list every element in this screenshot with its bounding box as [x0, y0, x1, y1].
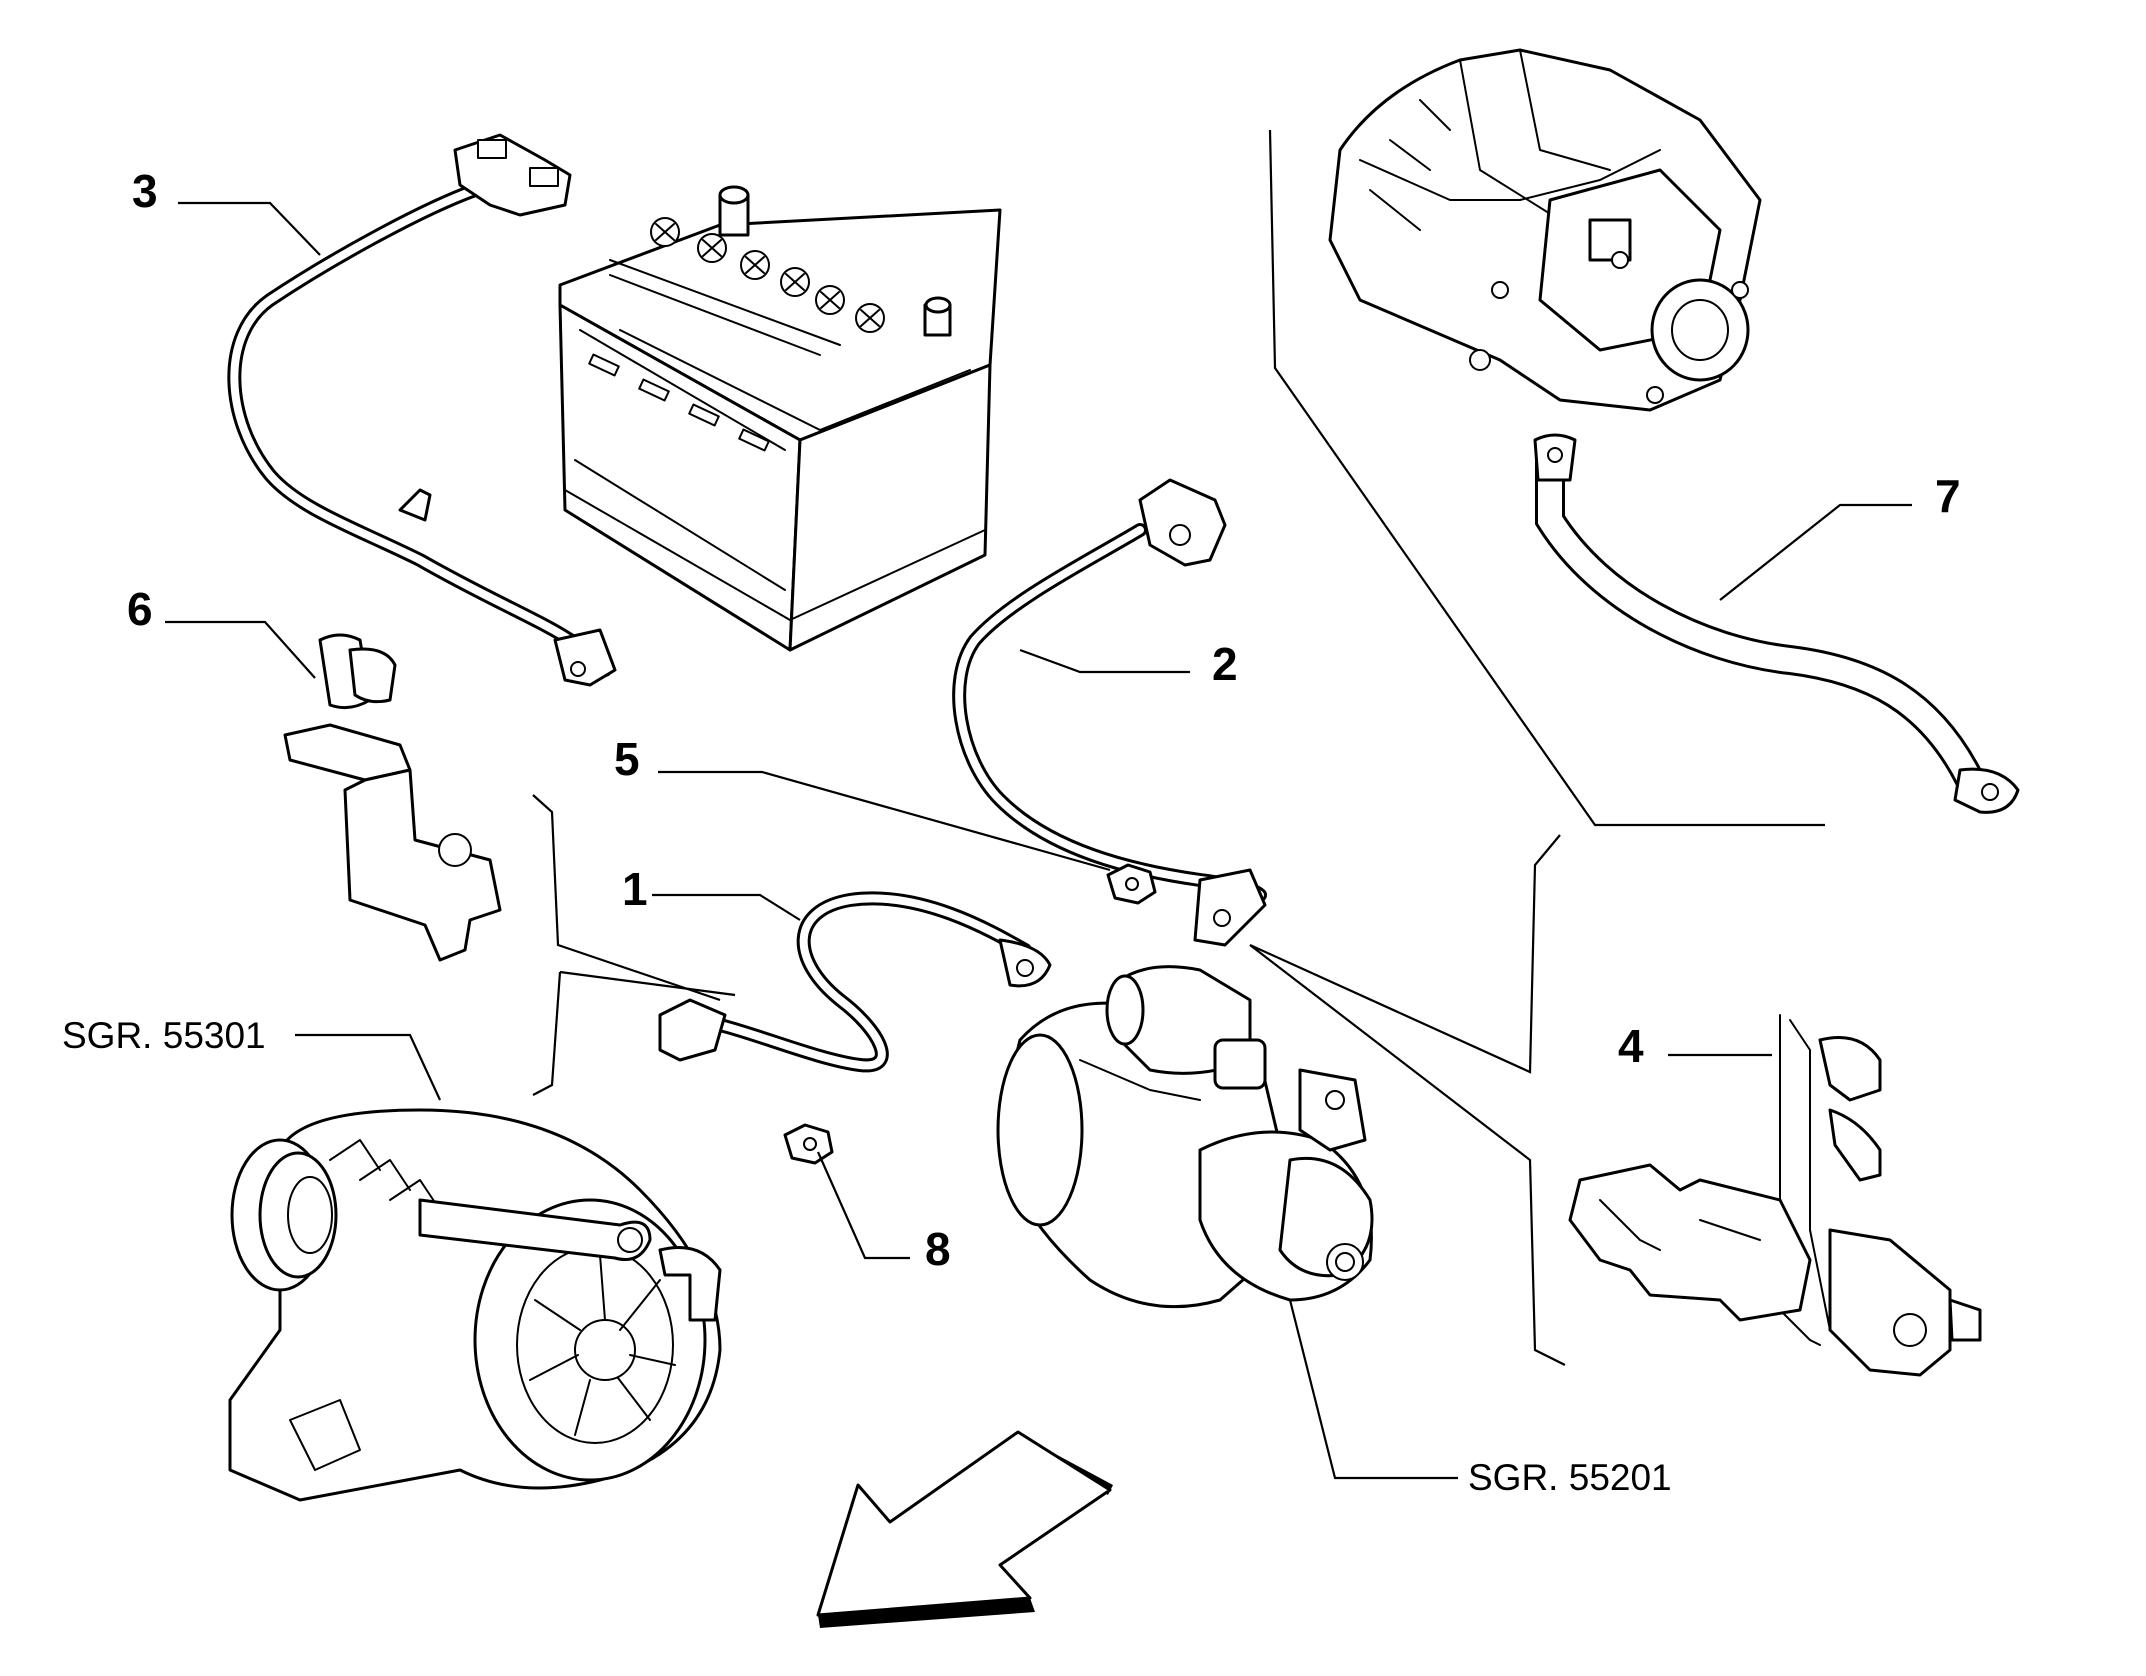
- reference-starter: SGR. 55201: [1468, 1457, 1672, 1498]
- reference-alternator: SGR. 55301: [62, 1015, 266, 1056]
- leader-lines: [165, 201, 1912, 1480]
- callout-5: 5: [614, 733, 640, 785]
- callout-6: 6: [127, 583, 153, 635]
- callout-2: 2: [1212, 638, 1238, 690]
- bracket-4: [1568, 1014, 1982, 1377]
- callout-8: 8: [925, 1223, 951, 1275]
- positive-cable-2: [952, 478, 1267, 947]
- nut-5: [1106, 863, 1157, 905]
- battery-ground-cable-3: [227, 133, 617, 687]
- callout-1: 1: [622, 863, 648, 915]
- starter-motor: [996, 965, 1374, 1309]
- ground-strap-7: [1533, 433, 2020, 814]
- callout-4: 4: [1618, 1020, 1644, 1072]
- bracket-6: [283, 633, 502, 962]
- nut-8: [783, 1123, 834, 1165]
- front-direction-arrow-icon: [816, 1430, 1113, 1628]
- gearbox: [1328, 48, 1762, 412]
- alternator: [228, 1108, 722, 1502]
- callout-3: 3: [132, 165, 158, 217]
- callout-7: 7: [1935, 470, 1961, 522]
- battery: [558, 185, 1002, 652]
- assembly-lines: [532, 129, 1825, 1366]
- ground-cable-1: [658, 891, 1052, 1073]
